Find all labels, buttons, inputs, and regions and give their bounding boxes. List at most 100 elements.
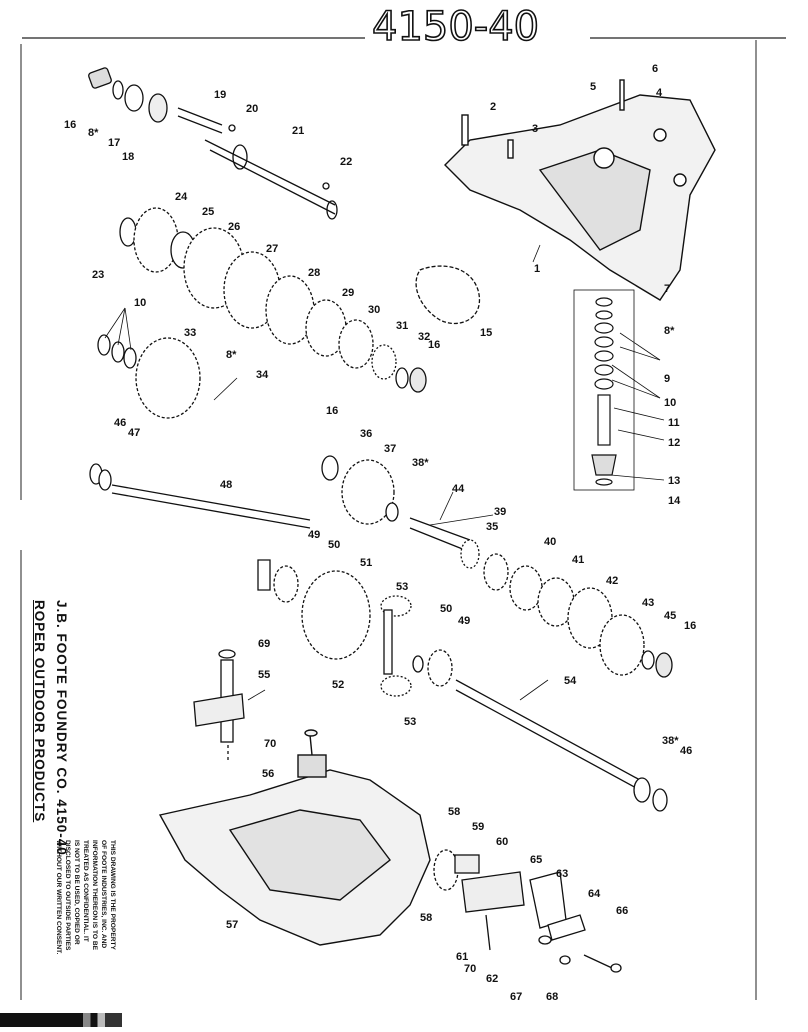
callout-number: 50 xyxy=(328,539,340,551)
callout-labels: 168*171819202122235642425262327282930313… xyxy=(64,63,696,1003)
callout-number: 29 xyxy=(342,287,354,299)
confidentiality-notice: THIS DRAWING IS THE PROPERTY OF FOOTE IN… xyxy=(55,840,116,955)
callout-number: 22 xyxy=(340,156,352,168)
callout-number: 16 xyxy=(64,119,76,131)
callout-number: 40 xyxy=(544,536,556,548)
callout-number: 60 xyxy=(496,836,508,848)
gear-train xyxy=(97,207,481,419)
company-title: J.B. FOOTE FOUNDRY CO. 4150-40 xyxy=(54,600,69,856)
callout-number: 34 xyxy=(256,369,269,381)
callout-number: 28 xyxy=(308,267,320,279)
callout-number: 31 xyxy=(396,320,408,332)
callout-number: 42 xyxy=(606,575,618,587)
callout-number: 70 xyxy=(264,738,276,750)
callout-number: 44 xyxy=(452,483,465,495)
callout-number: 10 xyxy=(134,297,146,309)
callout-number: 26 xyxy=(228,221,240,233)
callout-number: 64 xyxy=(588,888,601,900)
callout-number: 10 xyxy=(664,397,676,409)
callout-number: 11 xyxy=(668,417,680,429)
callout-number: 9 xyxy=(664,373,670,385)
callout-number: 68 xyxy=(546,991,558,1003)
scan-edge-bar xyxy=(0,1013,122,1027)
callout-number: 2 xyxy=(490,101,496,113)
callout-number: 56 xyxy=(262,768,274,780)
callout-number: 70 xyxy=(464,963,476,975)
callout-number: 15 xyxy=(480,327,492,339)
callout-number: 20 xyxy=(246,103,258,115)
housing-top xyxy=(444,79,716,301)
callout-number: 65 xyxy=(530,854,542,866)
callout-number: 57 xyxy=(226,919,238,931)
housing-bottom xyxy=(158,729,431,946)
callout-number: 38* xyxy=(662,735,679,747)
callout-number: 62 xyxy=(486,973,498,985)
callout-number: 19 xyxy=(214,89,226,101)
callout-number: 69 xyxy=(258,638,270,650)
callout-number: 49 xyxy=(458,615,470,627)
callout-number: 52 xyxy=(332,679,344,691)
callout-number: 51 xyxy=(360,557,372,569)
callout-number: 16 xyxy=(428,339,440,351)
callout-number: 13 xyxy=(668,475,680,487)
callout-number: 43 xyxy=(642,597,654,609)
callout-number: 27 xyxy=(266,243,278,255)
callout-number: 12 xyxy=(668,437,680,449)
callout-number: 46 xyxy=(114,417,126,429)
callout-number: 4 xyxy=(656,87,663,99)
callout-number: 24 xyxy=(175,191,188,203)
callout-number: 14 xyxy=(668,495,681,507)
vertical-shaft-stack xyxy=(573,289,635,491)
middle-gear-shafts xyxy=(89,455,673,812)
callout-number: 16 xyxy=(326,405,338,417)
callout-number: 36 xyxy=(360,428,372,440)
callout-number: 7 xyxy=(664,283,670,295)
callout-number: 1 xyxy=(534,263,540,275)
callout-number: 50 xyxy=(440,603,452,615)
callout-number: 55 xyxy=(258,669,270,681)
callout-number: 53 xyxy=(396,581,408,593)
leader-lines xyxy=(104,244,665,701)
callout-number: 46 xyxy=(680,745,692,757)
callout-number: 5 xyxy=(590,81,596,93)
brake-assembly xyxy=(433,849,622,973)
callout-number: 33 xyxy=(184,327,196,339)
callout-number: 3 xyxy=(532,123,538,135)
callout-number: 8* xyxy=(664,325,675,337)
callout-number: 47 xyxy=(128,427,140,439)
callout-number: 45 xyxy=(664,610,676,622)
callout-number: 35 xyxy=(486,521,498,533)
callout-number: 58 xyxy=(420,912,432,924)
callout-number: 54 xyxy=(564,675,577,687)
callout-number: 30 xyxy=(368,304,380,316)
shaft-assembly-top xyxy=(88,67,338,220)
callout-number: 18 xyxy=(122,151,134,163)
callout-number: 53 xyxy=(404,716,416,728)
callout-number: 23 xyxy=(92,269,104,281)
callout-number: 48 xyxy=(220,479,232,491)
callout-number: 39 xyxy=(494,506,506,518)
callout-number: 63 xyxy=(556,868,568,880)
callout-number: 25 xyxy=(202,206,214,218)
shift-post xyxy=(193,649,245,760)
callout-number: 67 xyxy=(510,991,522,1003)
callout-number: 21 xyxy=(292,125,304,137)
callout-number: 8* xyxy=(226,349,237,361)
callout-number: 41 xyxy=(572,554,584,566)
handwritten-part-number: 4150-40 xyxy=(372,4,539,50)
callout-number: 66 xyxy=(616,905,628,917)
callout-number: 61 xyxy=(456,951,468,963)
callout-number: 38* xyxy=(412,457,429,469)
callout-number: 6 xyxy=(652,63,658,75)
callout-number: 32 xyxy=(418,331,430,343)
callout-number: 8* xyxy=(88,127,99,139)
callout-number: 59 xyxy=(472,821,484,833)
brand-title: ROPER OUTDOOR PRODUCTS xyxy=(32,600,47,823)
callout-number: 16 xyxy=(684,620,696,632)
callout-number: 37 xyxy=(384,443,396,455)
callout-number: 58 xyxy=(448,806,460,818)
callout-number: 49 xyxy=(308,529,320,541)
callout-number: 17 xyxy=(108,137,120,149)
